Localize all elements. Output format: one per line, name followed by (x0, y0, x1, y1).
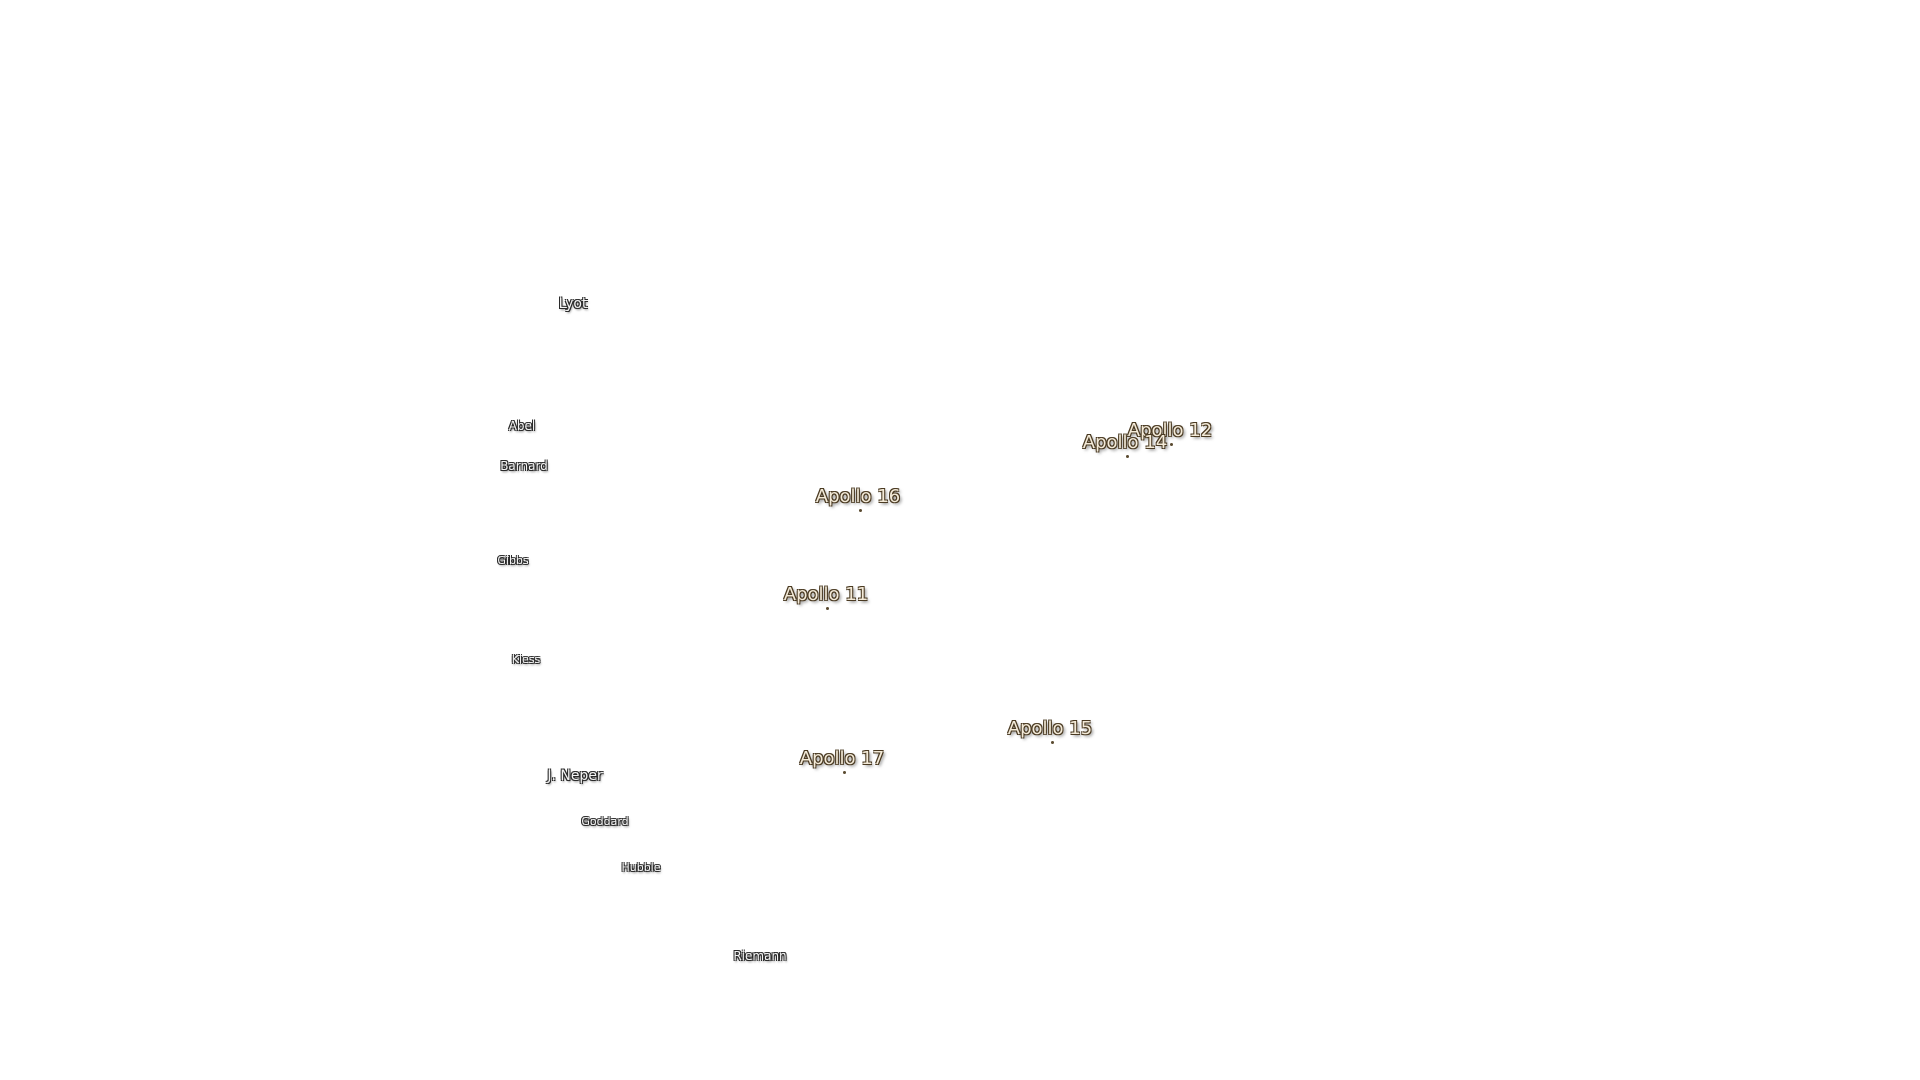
apollo-11-site-marker[interactable] (826, 607, 829, 610)
crater-label-kiess[interactable]: Kiess (511, 653, 541, 666)
crater-label-j-neper[interactable]: J. Neper (547, 768, 603, 784)
apollo-16-site-marker[interactable] (859, 509, 862, 512)
apollo-12-site-marker[interactable] (1170, 443, 1173, 446)
crater-label-barnard[interactable]: Barnard (500, 459, 548, 473)
apollo-label-16[interactable]: Apollo 16 (815, 486, 901, 507)
crater-label-abel[interactable]: Abel (508, 419, 536, 433)
crater-label-hubble[interactable]: Hubble (621, 861, 661, 874)
apollo-label-12[interactable]: Apollo 12 (1127, 420, 1213, 441)
apollo-label-14[interactable]: Apollo 14 (1082, 432, 1168, 453)
apollo-14-site-marker[interactable] (1126, 455, 1129, 458)
crater-label-gibbs[interactable]: Gibbs (497, 554, 529, 567)
crater-label-lyot[interactable]: Lyot (558, 296, 588, 312)
apollo-17-site-marker[interactable] (843, 771, 846, 774)
apollo-label-11[interactable]: Apollo 11 (783, 584, 869, 605)
crater-label-goddard[interactable]: Goddard (581, 815, 629, 828)
apollo-15-site-marker[interactable] (1051, 741, 1054, 744)
crater-label-riemann[interactable]: Riemann (733, 949, 787, 963)
apollo-label-17[interactable]: Apollo 17 (799, 748, 885, 769)
apollo-label-15[interactable]: Apollo 15 (1007, 718, 1093, 739)
